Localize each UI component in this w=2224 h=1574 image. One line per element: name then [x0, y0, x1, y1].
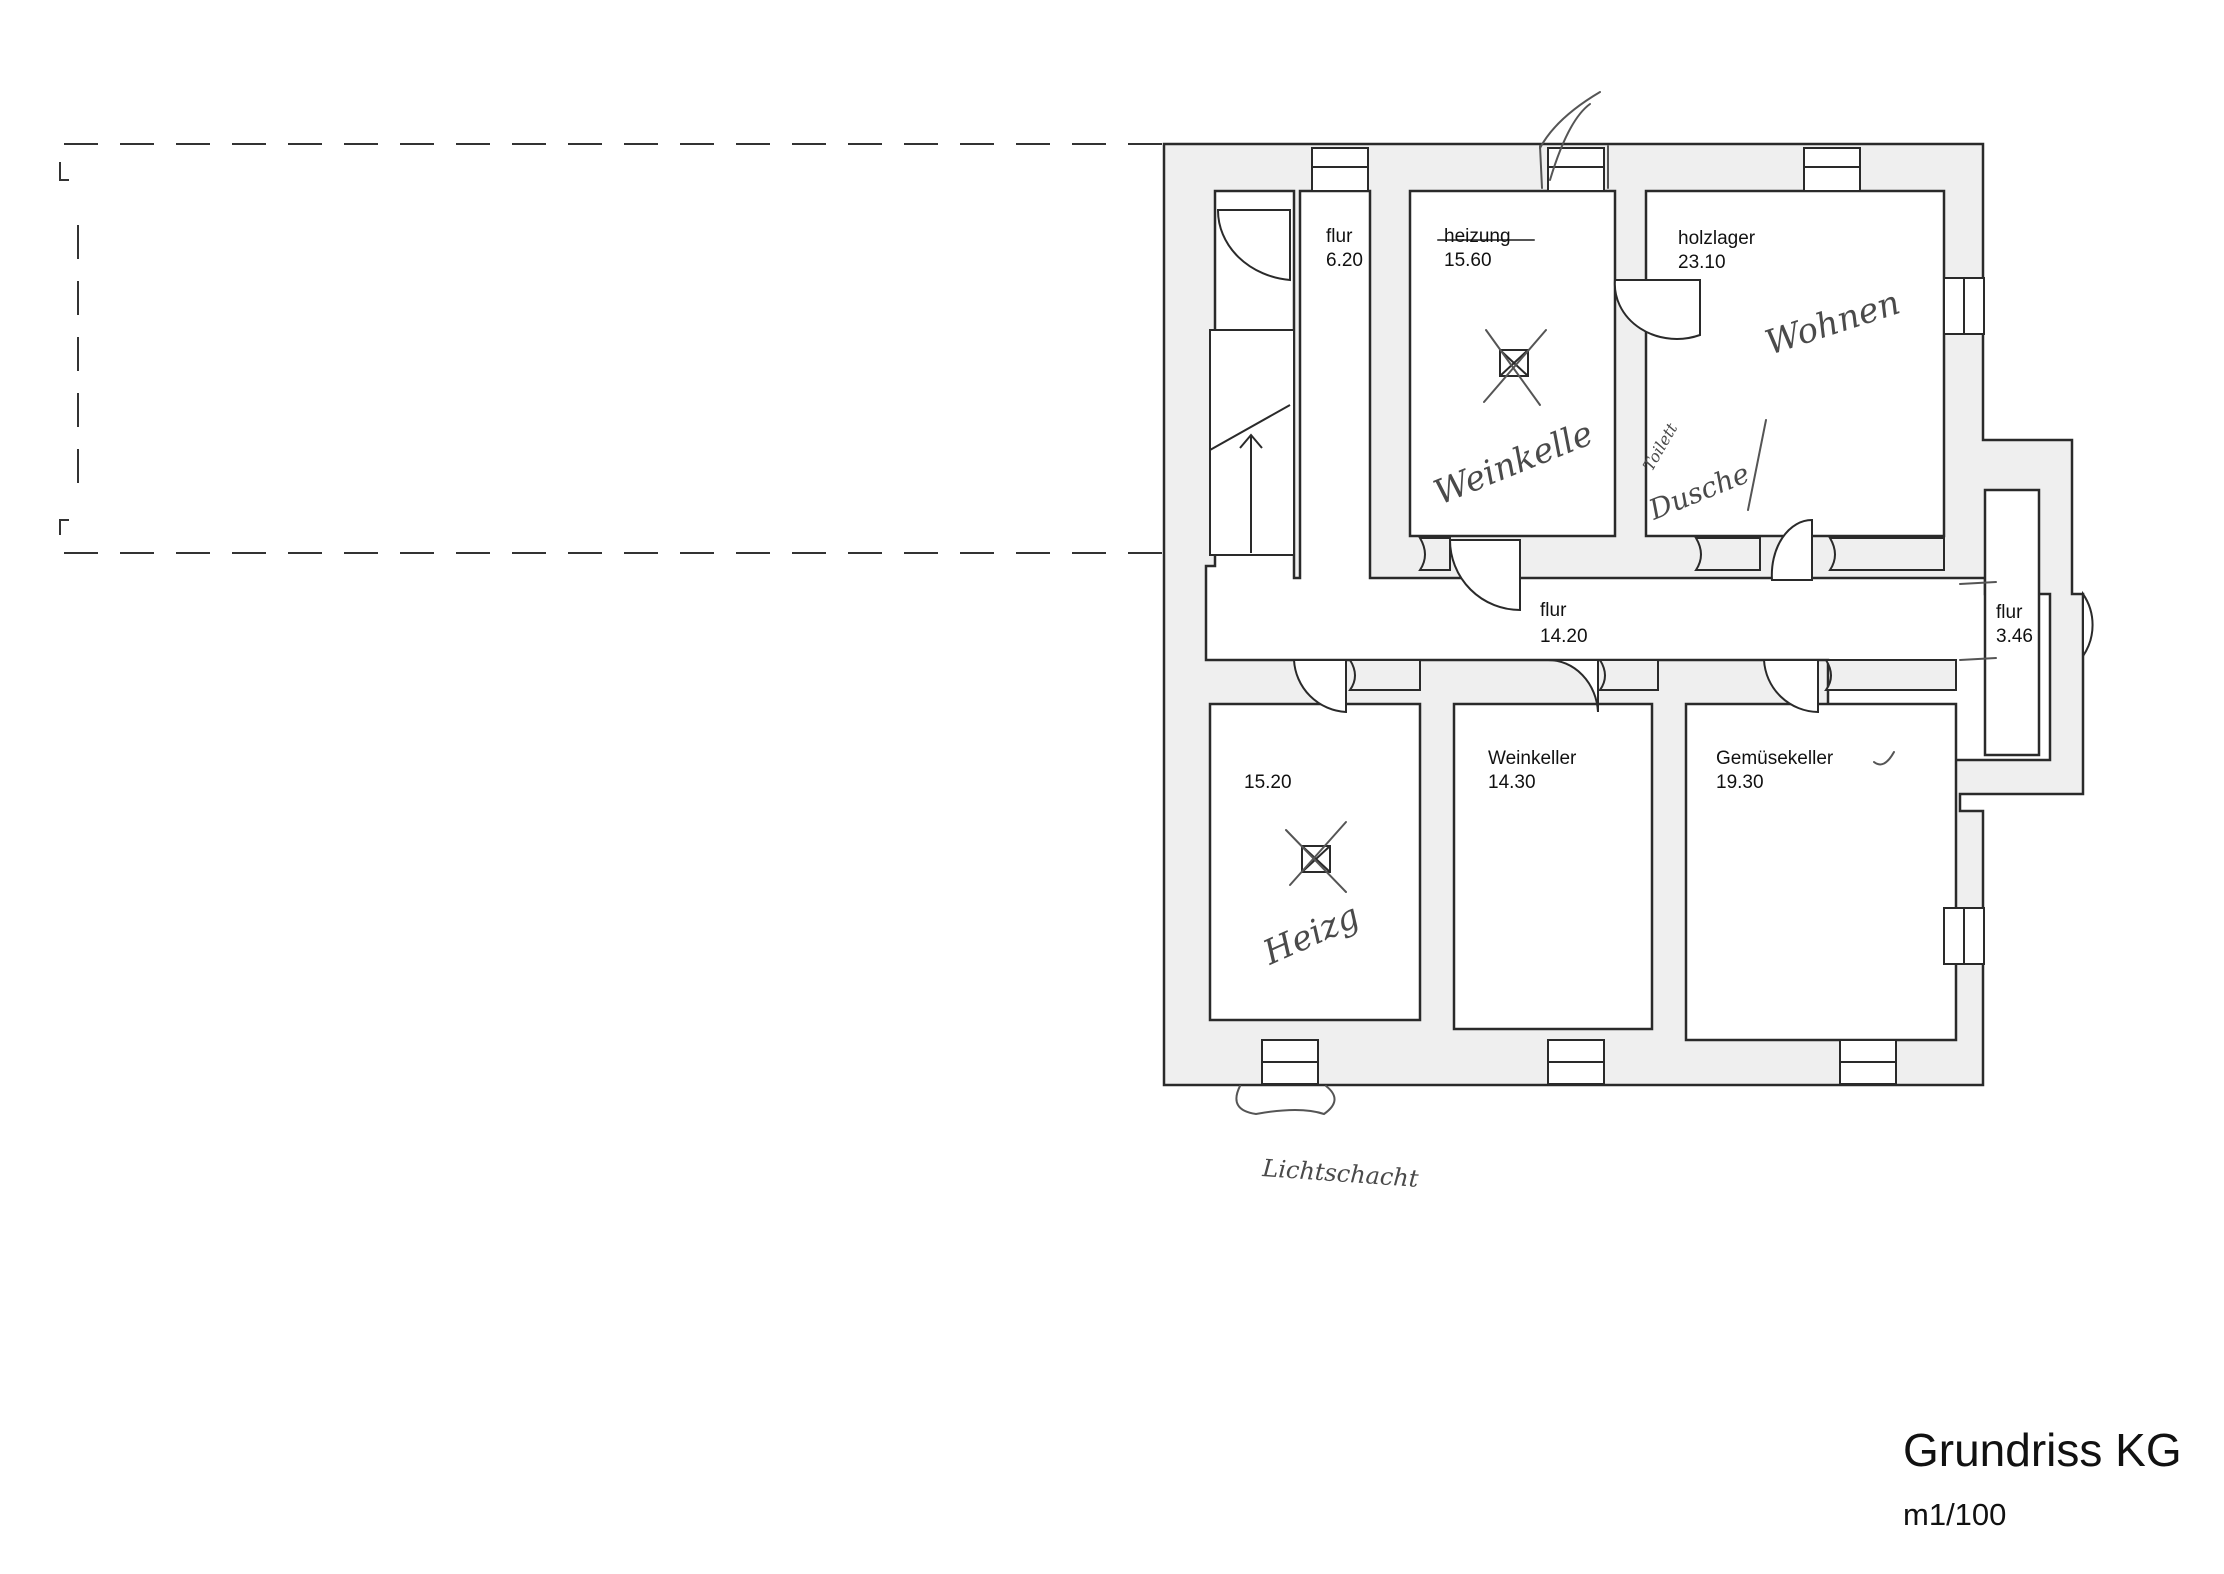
label-holzlager-area: 23.10: [1678, 252, 1726, 273]
title-block: Grundriss KG m1/100: [1903, 1423, 2203, 1535]
room-sw: [1208, 702, 1422, 1022]
drawing-title: Grundriss KG: [1903, 1424, 2182, 1476]
room-gemuesekeller: [1684, 702, 1958, 1042]
corridor-niches: [1348, 537, 1957, 691]
dashed-building-outline: [59, 143, 1162, 554]
label-flur-mid-area: 14.20: [1540, 626, 1588, 647]
label-gemuesekeller-area: 19.30: [1716, 772, 1764, 793]
room-weinkeller: [1452, 702, 1654, 1031]
pencil-marks: [1235, 91, 1997, 1116]
label-heizung-name: heizung: [1444, 226, 1511, 247]
room-flur-east: [1983, 488, 2041, 757]
label-weinkeller-area: 14.30: [1488, 772, 1536, 793]
label-flur-east-name: flur: [1996, 602, 2023, 623]
label-flur-mid-name: flur: [1540, 600, 1567, 621]
label-flur-top-area: 6.20: [1326, 250, 1363, 271]
label-weinkeller-name: Weinkeller: [1488, 748, 1577, 769]
label-room-sw-area: 15.20: [1244, 772, 1292, 793]
label-heizung-area: 15.60: [1444, 250, 1492, 271]
drawing-scale: m1/100: [1903, 1497, 2007, 1532]
note-lichtschacht: Lichtschacht: [1261, 1154, 1420, 1193]
window-niches: [1261, 147, 1985, 1085]
room-labels: flur 6.20 heizung 15.60 holzlager 23.10 …: [1244, 226, 2033, 793]
label-gemuesekeller-name: Gemüsekeller: [1716, 748, 1834, 769]
door-swings: [1216, 209, 2094, 714]
label-holzlager-name: holzlager: [1678, 228, 1756, 249]
staircase: [1209, 329, 1295, 556]
windows: [1262, 166, 1965, 1063]
label-flur-east-area: 3.46: [1996, 626, 2033, 647]
interior-spaces: [1204, 189, 2052, 1042]
label-flur-top-name: flur: [1326, 226, 1353, 247]
